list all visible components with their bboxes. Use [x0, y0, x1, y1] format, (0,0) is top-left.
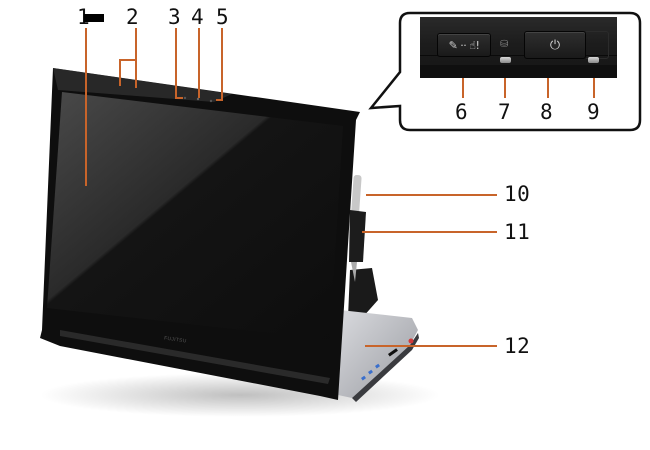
callout-8: 8 [540, 100, 554, 124]
power-icon: ⏻ [549, 37, 561, 53]
callout-1: 1 [77, 7, 90, 28]
display-screen [47, 92, 343, 340]
callout-7: 7 [498, 100, 512, 124]
power-button[interactable]: ⏻ [524, 31, 586, 59]
callout-2: 2 [126, 5, 140, 29]
callout-4: 4 [191, 5, 205, 29]
status-led-left [500, 57, 511, 63]
callout-1-redaction-bar [84, 14, 104, 22]
callout-9: 9 [587, 100, 601, 124]
battery-status-icon: ⛁ [500, 39, 509, 50]
callout-12: 12 [504, 334, 531, 358]
pen-to-hand-icon: ✎ ·· ☝! [448, 38, 480, 52]
dock-base [338, 310, 418, 398]
callout-10: 10 [504, 182, 531, 206]
callout-11: 11 [504, 220, 531, 244]
status-led-right [588, 57, 599, 63]
inset-frame [368, 11, 642, 132]
callout-6: 6 [455, 100, 469, 124]
pen-holder [349, 210, 366, 262]
pen-touch-toggle-button[interactable]: ✎ ·· ☝! [437, 33, 491, 57]
callout-5: 5 [216, 5, 230, 29]
callout-3: 3 [168, 5, 182, 29]
inset-button-panel: ✎ ·· ☝! ⛁ ⏻ [420, 17, 617, 78]
